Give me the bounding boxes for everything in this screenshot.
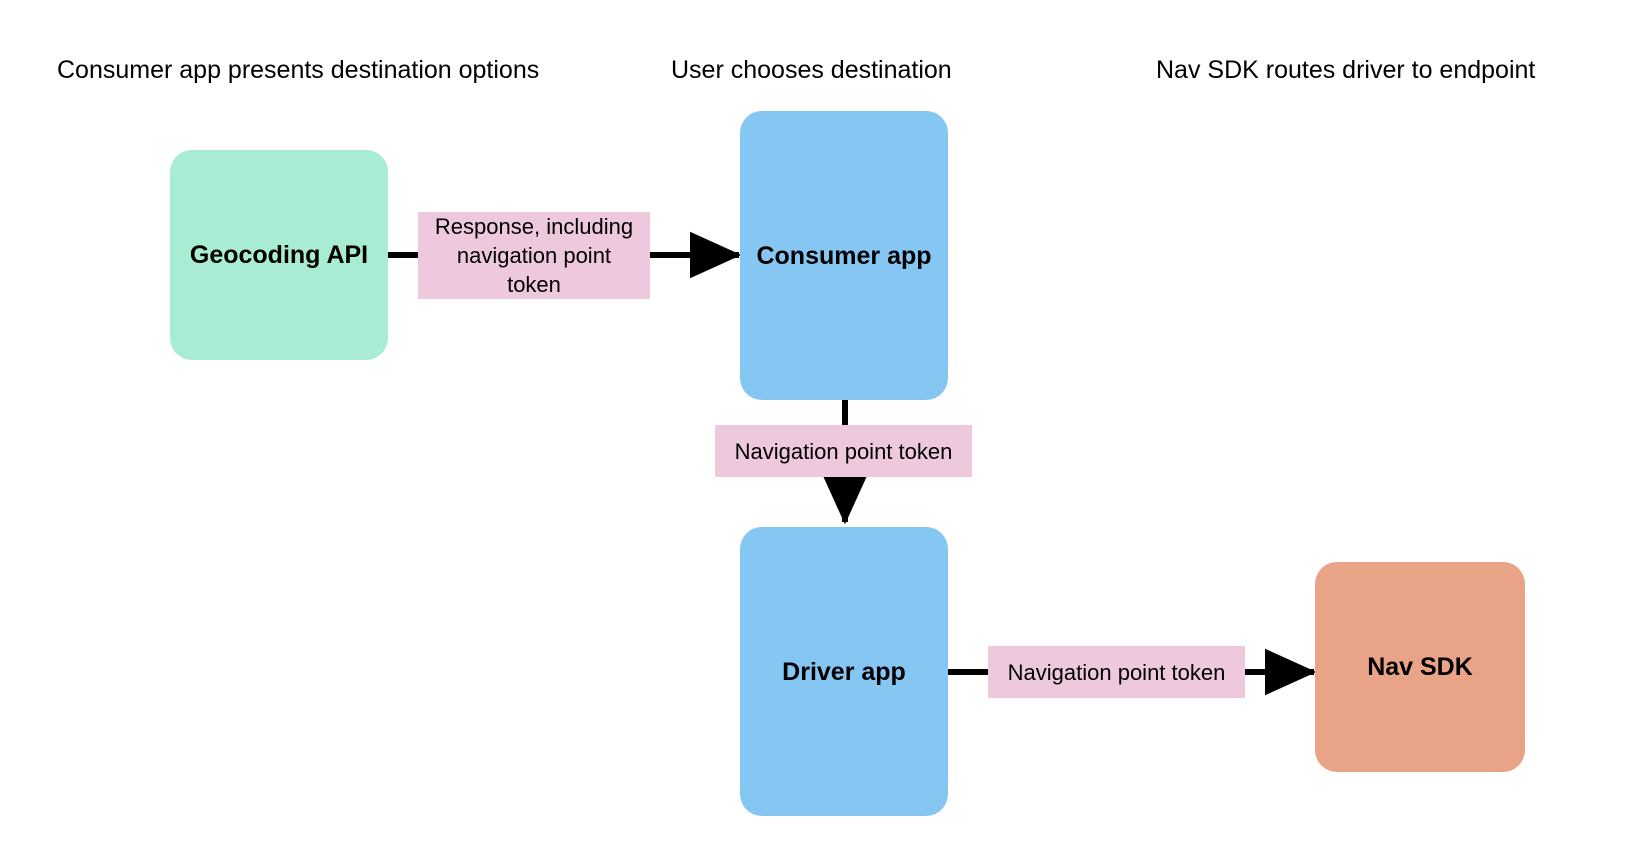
edge-label-nav-token-vertical-text: Navigation point token xyxy=(734,438,953,464)
column-caption-nav-sdk: Nav SDK routes driver to endpoint xyxy=(1156,56,1536,84)
node-consumer-app-label: Consumer app xyxy=(756,241,932,270)
column-caption-consumer-app: Consumer app presents destination option… xyxy=(57,56,540,84)
node-geocoding-api-label: Geocoding API xyxy=(189,241,369,269)
edge-label-nav-token-horizontal-text: Navigation point token xyxy=(1007,659,1226,685)
node-consumer-app[interactable]: Consumer app xyxy=(740,111,948,400)
node-geocoding-api[interactable]: Geocoding API xyxy=(170,150,388,360)
column-caption-user-chooses: User chooses destination xyxy=(671,56,952,84)
node-nav-sdk[interactable]: Nav SDK xyxy=(1315,562,1525,772)
node-nav-sdk-label: Nav SDK xyxy=(1367,653,1473,681)
node-driver-app[interactable]: Driver app xyxy=(740,527,948,816)
node-driver-app-label: Driver app xyxy=(782,657,906,686)
edge-label-nav-token-vertical: Navigation point token xyxy=(715,425,972,477)
edge-label-nav-token-horizontal: Navigation point token xyxy=(988,646,1245,698)
